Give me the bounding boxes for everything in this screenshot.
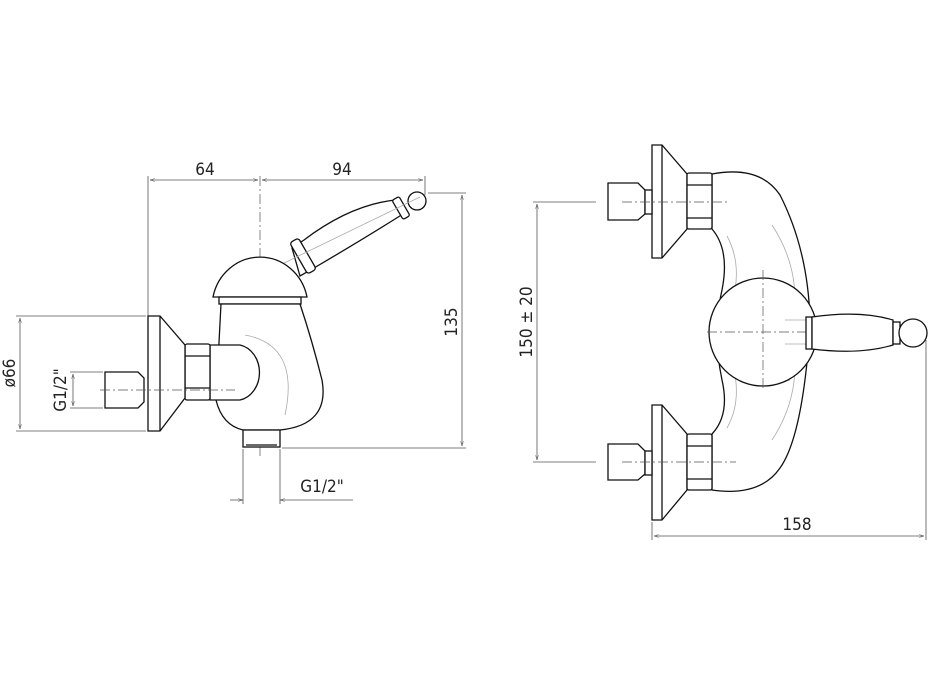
dim-94-label: 94 — [332, 160, 351, 180]
dim-outlet-thread-label: G1/2" — [300, 477, 344, 497]
lever-handle — [279, 191, 427, 277]
lever-handle-front — [805, 313, 928, 352]
dim-inlet-thread-label: G1/2" — [51, 368, 71, 412]
dome-cap — [212, 256, 308, 298]
dim-flange-diameter-label: ø66 — [0, 359, 20, 388]
dim-135-label: 135 — [442, 307, 462, 336]
top-inlet — [607, 144, 728, 259]
hex-nut — [184, 343, 211, 401]
dim-158-label: 158 — [782, 515, 811, 535]
wall-flange — [147, 315, 186, 432]
bottom-inlet — [607, 404, 736, 521]
dim-64-label: 64 — [195, 160, 214, 180]
side-view: 64 94 ø66 — [0, 160, 466, 504]
dim-inlet-spacing-label: 150 ± 20 — [517, 286, 537, 357]
front-view: 150 ± 20 158 — [517, 144, 928, 540]
